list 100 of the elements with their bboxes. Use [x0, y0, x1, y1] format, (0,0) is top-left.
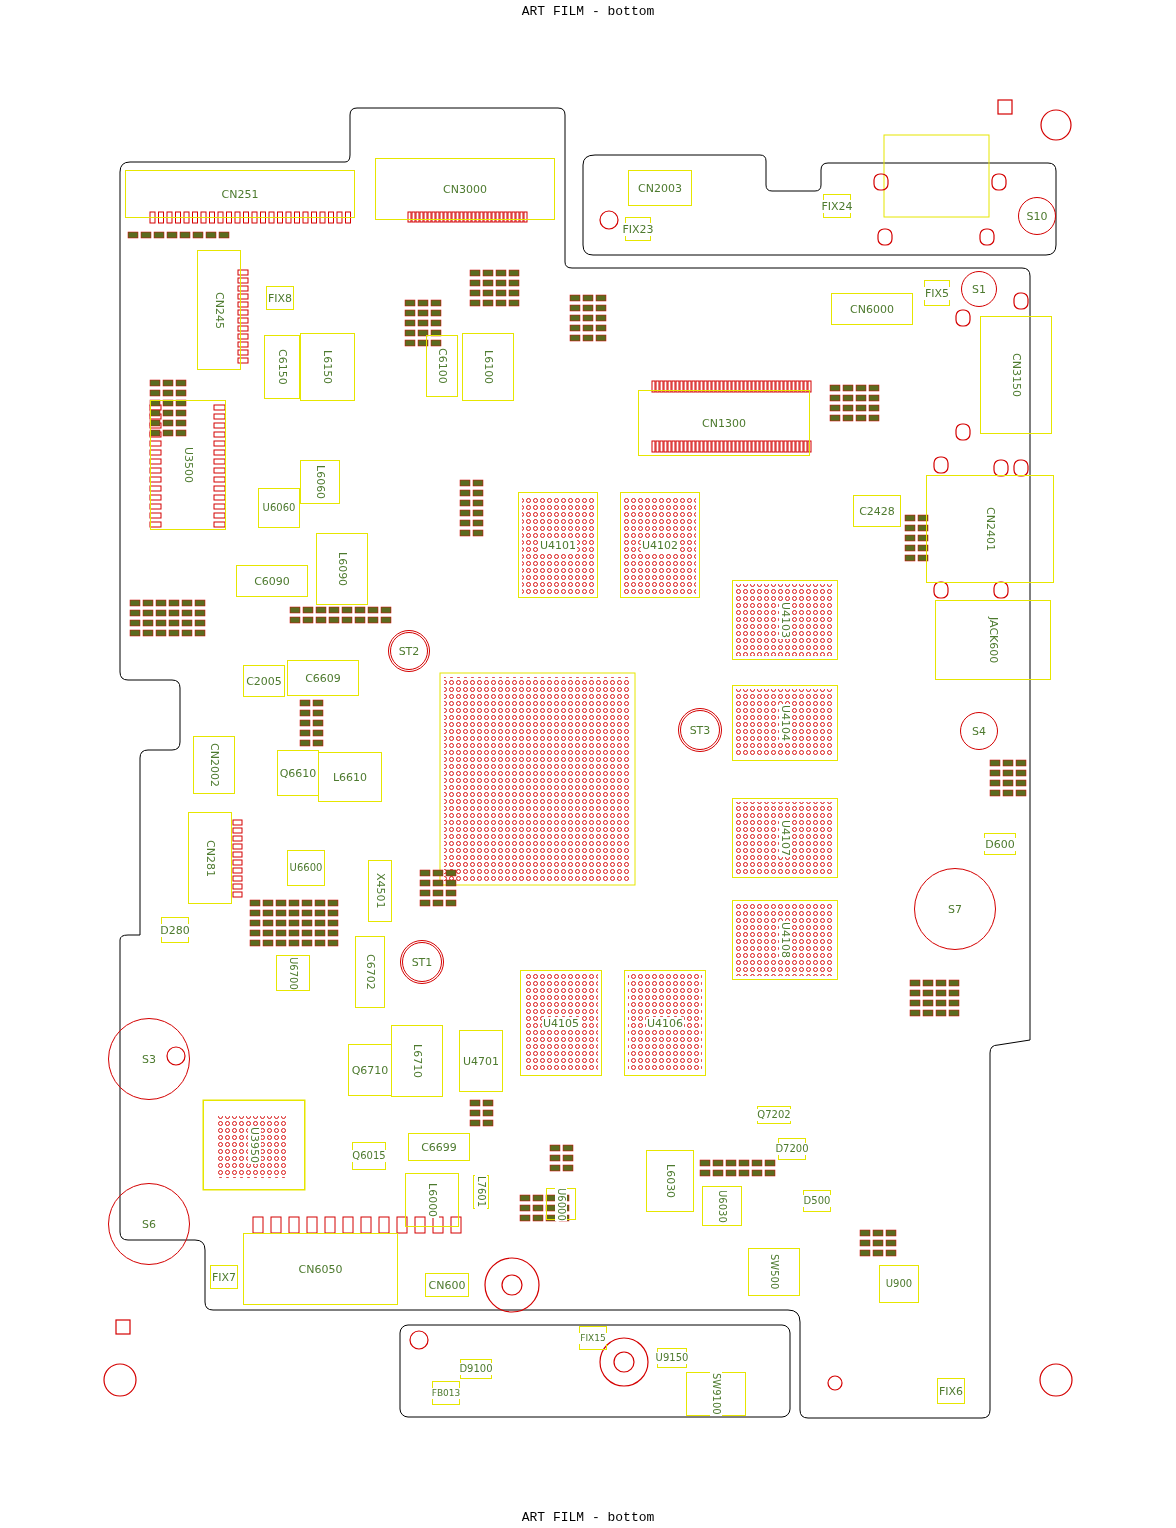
reference-designator: L6150	[321, 348, 334, 386]
component-outline	[243, 1233, 398, 1305]
reference-designator: JACK600	[986, 615, 1000, 665]
reference-designator: SW500	[768, 1253, 780, 1291]
reference-designator: C2005	[245, 674, 283, 688]
reference-designator: U9150	[654, 1352, 690, 1364]
reference-designator: FIX5	[923, 286, 951, 300]
reference-designator: CN6050	[297, 1262, 344, 1276]
component-outline	[748, 1248, 800, 1296]
component-outline	[210, 1265, 238, 1289]
reference-designator: Q7202	[756, 1109, 792, 1121]
reference-designator: SW9100	[710, 1372, 722, 1416]
component-outline	[197, 250, 241, 370]
reference-designator: FIX23	[621, 222, 655, 236]
reference-designator: CN2003	[637, 181, 683, 195]
component-outline	[732, 900, 838, 980]
reference-designator: Q6015	[351, 1150, 387, 1162]
reference-designator: Q6710	[350, 1063, 390, 1077]
reference-designator: ST2	[397, 644, 421, 658]
component-outline	[702, 1186, 742, 1226]
component-outline	[926, 475, 1054, 583]
component-outline	[150, 400, 226, 530]
component-outline	[425, 1273, 469, 1297]
component-outline	[264, 335, 300, 399]
component-outline	[831, 293, 913, 325]
reference-designator: FB013	[430, 1387, 462, 1399]
reference-designator: U4701	[461, 1054, 500, 1068]
reference-designator: Q6610	[278, 766, 318, 780]
component-outline	[462, 333, 514, 401]
component-outline	[518, 492, 598, 598]
component-outline	[803, 1190, 831, 1212]
component-outline	[937, 1378, 965, 1404]
component-outline	[300, 333, 355, 401]
component-outline	[980, 316, 1052, 434]
component-outline	[277, 750, 319, 796]
reference-designator: C2428	[858, 504, 896, 518]
reference-designator: S3	[141, 1052, 157, 1066]
component-outline	[732, 580, 838, 660]
reference-designator: L7601	[475, 1175, 487, 1209]
component-outline	[355, 936, 385, 1008]
component-outline	[188, 812, 232, 904]
component-outline	[546, 1188, 576, 1220]
reference-designator: FIX8	[266, 291, 294, 305]
component-outline	[391, 1025, 443, 1097]
reference-designator: S7	[947, 902, 963, 916]
reference-designator: U6700	[287, 955, 299, 991]
reference-designator: CN6000	[849, 302, 895, 316]
component-outline	[243, 665, 285, 697]
component-outline	[520, 970, 602, 1076]
reference-designator: S1	[971, 282, 987, 296]
component-outline	[258, 488, 300, 528]
film-title: ART FILM - bottom	[521, 1510, 655, 1525]
component-outline	[318, 752, 382, 802]
component-outline	[276, 955, 310, 991]
component-outline	[686, 1372, 746, 1416]
film-title: ART FILM - bottom	[521, 4, 655, 19]
component-outline	[161, 917, 189, 943]
reference-designator: S4	[971, 724, 987, 738]
reference-designator: U6060	[261, 502, 297, 514]
component-outline	[300, 460, 340, 504]
component-outline	[646, 1150, 694, 1212]
reference-designator: L6610	[331, 770, 369, 784]
component-outline	[203, 1100, 305, 1190]
reference-designator: C6090	[253, 574, 291, 588]
component-outline	[459, 1030, 503, 1092]
component-outline	[266, 286, 294, 310]
component-outline	[125, 170, 355, 218]
reference-designator: D280	[159, 923, 191, 937]
component-outline	[620, 492, 700, 598]
reference-designator: C6609	[304, 671, 342, 685]
reference-designator: FIX6	[937, 1384, 965, 1398]
component-outline	[628, 170, 692, 206]
reference-designator: D500	[802, 1195, 832, 1207]
reference-designator: U6000	[555, 1186, 567, 1222]
component-outline	[193, 736, 235, 794]
component-outline	[624, 970, 706, 1076]
reference-designator: U900	[884, 1278, 914, 1290]
reference-designator: CN600	[427, 1278, 467, 1292]
reference-designator: S10	[1025, 209, 1049, 223]
component-outline	[375, 158, 555, 220]
component-outline	[924, 280, 950, 306]
component-outline	[579, 1326, 607, 1350]
reference-designator: FIX7	[210, 1270, 238, 1284]
reference-designator: ST3	[688, 723, 712, 737]
reference-designator: U6600	[288, 862, 324, 874]
reference-designator: U6030	[716, 1188, 728, 1224]
reference-designator: D7200	[774, 1143, 810, 1155]
component-outline	[732, 685, 838, 761]
component-outline	[879, 1265, 919, 1303]
component-outline	[405, 1173, 459, 1227]
component-outline	[287, 850, 325, 886]
reference-designator: S6	[141, 1217, 157, 1231]
reference-designator: ST1	[410, 955, 434, 969]
component-outline	[426, 335, 458, 397]
reference-designator: D600	[984, 837, 1016, 851]
component-outline	[460, 1359, 492, 1379]
component-outline	[287, 660, 359, 696]
reference-designator: D9100	[458, 1363, 494, 1375]
reference-designator: CN3000	[442, 182, 488, 196]
component-outline	[823, 194, 851, 218]
